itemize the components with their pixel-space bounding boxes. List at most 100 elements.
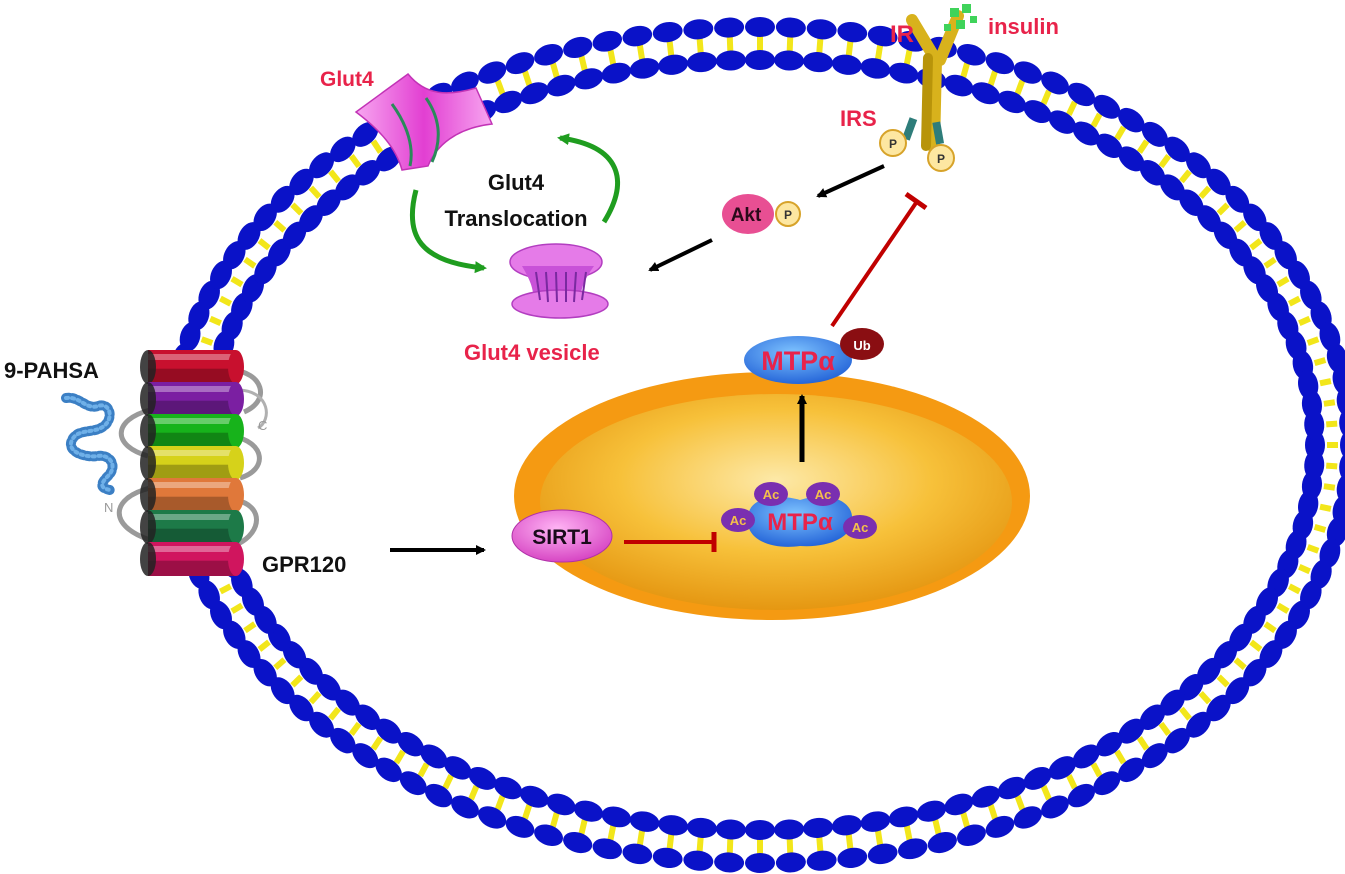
lipid-head — [897, 838, 928, 860]
lipid-head — [592, 838, 623, 860]
glut4-vesicle-label: Glut4 vesicle — [464, 340, 600, 365]
lipid-head — [806, 19, 837, 40]
lipid-tail — [696, 38, 704, 54]
insulin-molecules — [944, 4, 977, 31]
akt-phospho-label: P — [784, 208, 792, 222]
lipid-head — [1141, 743, 1168, 769]
lipid-head — [1093, 771, 1121, 796]
lipid-tail — [1014, 795, 1026, 811]
lipid-head — [451, 795, 479, 819]
lipid-tail — [1158, 154, 1172, 169]
acetyl-group-4: Ac — [843, 515, 877, 539]
transmembrane-helix — [140, 414, 244, 448]
lipid-head — [1259, 640, 1283, 668]
lipid-tail — [1066, 100, 1078, 116]
lipid-head — [867, 25, 898, 47]
lipid-tail — [370, 736, 384, 751]
lipid-head — [927, 831, 957, 854]
lipid-head — [831, 815, 862, 836]
svg-text:Ac: Ac — [730, 513, 747, 528]
lipid-tail — [1326, 462, 1338, 470]
svg-text:Ac: Ac — [852, 520, 869, 535]
lipid-tail — [666, 40, 675, 57]
lipid-head — [493, 90, 523, 114]
lipid-head — [270, 185, 295, 213]
lipid-tail — [1216, 202, 1230, 216]
sirt1-inhibits-mtpa — [624, 532, 717, 552]
lipid-head — [985, 52, 1015, 75]
translocation-arrows — [409, 133, 620, 274]
lipid-head — [1339, 408, 1345, 439]
lipid-tail — [522, 70, 533, 86]
lipid-head — [223, 241, 246, 270]
lipid-tail — [1233, 657, 1247, 671]
lipid-tail — [1216, 674, 1230, 688]
lipid-head — [1179, 674, 1204, 701]
lipid-head — [601, 806, 632, 828]
lipid-head — [956, 43, 986, 66]
svg-text:P: P — [937, 152, 945, 166]
lipid-head — [1141, 121, 1168, 147]
lipid-tail — [494, 795, 506, 811]
lipid-head — [1072, 121, 1100, 146]
lipid-head — [916, 800, 947, 822]
lipid-head — [985, 815, 1015, 838]
lipid-head — [745, 853, 775, 873]
9-pahsa-label: 9-PAHSA — [4, 358, 99, 383]
lipid-head — [289, 168, 314, 196]
sirt1-protein: SIRT1 — [511, 509, 613, 563]
lipid-head — [997, 90, 1027, 114]
lipid-head — [683, 19, 714, 40]
ub-label: Ub — [853, 338, 870, 353]
lipid-tail — [308, 690, 322, 705]
lipid-tail — [273, 657, 287, 671]
lipid-head — [309, 152, 335, 179]
lipid-tail — [636, 44, 646, 61]
lipid-tail — [845, 40, 854, 57]
lipid-head — [687, 817, 717, 838]
lipid-head — [1139, 704, 1166, 730]
lipid-tail — [1014, 79, 1026, 95]
9-pahsa-ligand — [61, 392, 118, 495]
lipid-tail — [1114, 125, 1127, 141]
lipid-head — [1118, 107, 1145, 133]
lipid-head — [683, 850, 714, 871]
lipid-head — [289, 694, 314, 722]
lipid-tail — [257, 238, 271, 251]
c-terminus-label: C — [258, 418, 267, 433]
lipid-head — [1139, 160, 1166, 186]
lipid-tail — [1326, 420, 1338, 428]
lipid-tail — [903, 824, 913, 841]
lipid-tail — [328, 706, 341, 721]
lipid-head — [971, 785, 1001, 808]
lipid-head — [270, 677, 295, 705]
ir-label: IR — [890, 21, 914, 48]
lipid-tail — [636, 829, 646, 846]
lipid-tail — [1179, 706, 1192, 721]
lipid-tail — [370, 139, 384, 154]
transmembrane-helix — [140, 510, 244, 544]
lipid-tail — [932, 819, 942, 835]
lipid-tail — [987, 70, 998, 86]
lipid-tail — [348, 721, 362, 736]
lipid-tail — [1249, 639, 1263, 652]
lipid-head — [888, 806, 919, 828]
insulin-label: insulin — [988, 14, 1059, 39]
lipid-head — [775, 17, 806, 38]
lipid-tail — [1249, 238, 1263, 251]
lipid-head — [375, 757, 402, 783]
lipid-head — [1206, 168, 1231, 196]
lipid-head — [629, 811, 660, 832]
lipid-head — [478, 61, 507, 84]
lipid-head — [1118, 718, 1145, 744]
lipid-tail — [1090, 762, 1103, 778]
lipid-head — [1206, 694, 1231, 722]
lipid-tail — [726, 36, 734, 52]
lipid-tail — [1198, 690, 1212, 705]
lipid-head — [354, 160, 381, 186]
lipid-head — [335, 689, 361, 716]
lipid-head — [420, 744, 448, 769]
lipid-tail — [1319, 378, 1332, 387]
lipid-head — [867, 843, 898, 865]
lipid-head — [354, 704, 381, 730]
